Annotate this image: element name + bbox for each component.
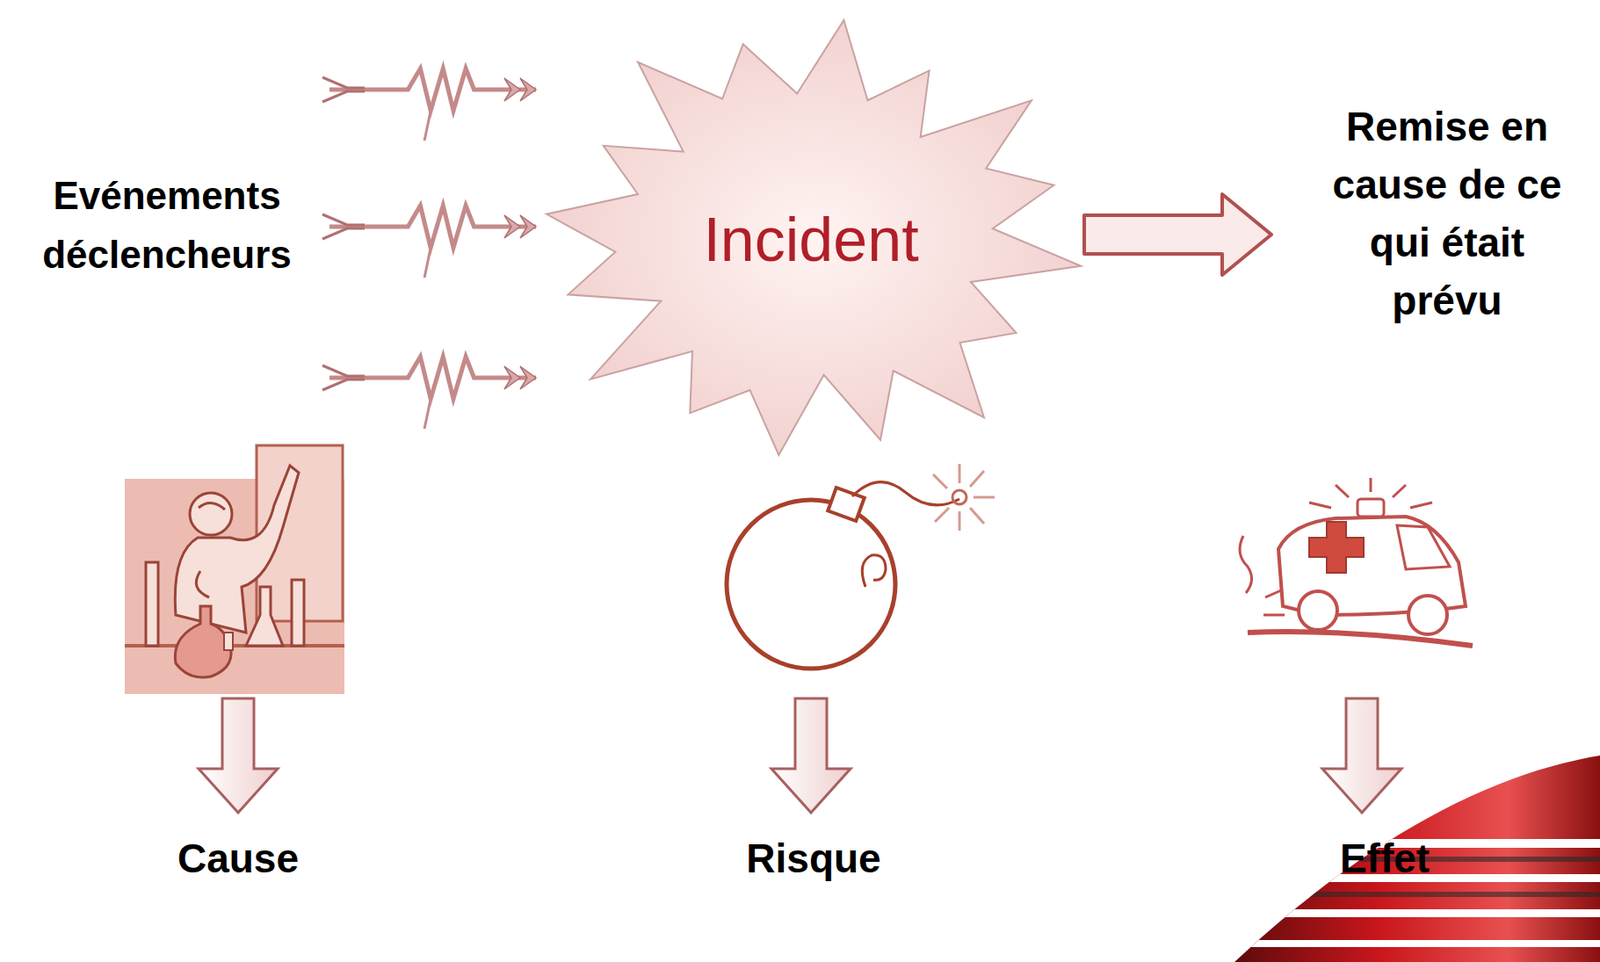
corner-swoosh <box>1230 751 1600 962</box>
block-arrow <box>1084 194 1272 276</box>
siren-rays <box>1309 477 1433 508</box>
zigzag-offshoot <box>424 398 431 429</box>
wheel <box>1408 595 1448 635</box>
zigzag-arrow <box>322 68 536 141</box>
head <box>189 492 232 536</box>
node-text: Remise en cause de ce qui était prévu <box>1319 97 1575 330</box>
zigzag-arrow <box>322 356 536 429</box>
zigzag-arrow <box>322 205 536 278</box>
red-cross <box>1309 521 1364 573</box>
flask <box>174 606 232 678</box>
swoosh-fill <box>1230 751 1600 962</box>
bomb-highlight <box>861 555 886 587</box>
bomb-body <box>726 499 896 669</box>
motion-lines <box>1263 590 1285 616</box>
starburst-shape <box>546 20 1081 456</box>
swoosh-stripe <box>1230 940 1600 948</box>
category-label: Risque <box>681 834 946 883</box>
scientist-illustration <box>124 445 345 695</box>
exhaust <box>1239 535 1253 594</box>
category-label: Effet <box>1252 834 1517 883</box>
flask <box>246 586 283 646</box>
zigzag-line <box>329 205 536 248</box>
ambulance-illustration <box>1239 477 1473 646</box>
swoosh-stripe <box>1230 909 1600 918</box>
node-text: Incident <box>635 204 987 276</box>
consequence-text: Remise en cause de ce qui était prévu <box>1297 86 1597 341</box>
swoosh-stripe <box>1230 891 1600 898</box>
road <box>1247 631 1473 646</box>
zigzag-line <box>329 68 536 111</box>
tube <box>145 562 159 646</box>
wheel <box>1298 591 1338 630</box>
ambulance-window <box>1397 525 1450 570</box>
down-arrow <box>198 698 278 813</box>
zigzag-line <box>329 356 536 399</box>
bomb-neck <box>827 487 865 522</box>
arrow-fletching <box>322 365 365 391</box>
tube <box>291 579 305 646</box>
spark-rays <box>933 463 995 531</box>
down-arrow <box>1322 698 1402 813</box>
glasses <box>198 502 225 510</box>
zigzag-offshoot <box>424 247 431 278</box>
zigzag-offshoot <box>424 110 431 141</box>
trigger-events: Evénements déclencheurs <box>4 70 330 380</box>
siren <box>1357 499 1384 517</box>
down-arrow <box>771 698 851 813</box>
body <box>174 465 299 633</box>
spark <box>952 490 967 505</box>
bomb-illustration <box>726 463 995 669</box>
arrow-fletching <box>322 214 365 239</box>
category-label: Cause <box>106 834 370 883</box>
arrow-fletching <box>322 77 365 102</box>
node-text: Evénements déclencheurs <box>26 166 308 284</box>
incident-burst: Incident <box>527 10 1095 470</box>
tube <box>224 632 233 651</box>
arm <box>195 571 210 598</box>
block-arrow-shape <box>1084 194 1272 276</box>
